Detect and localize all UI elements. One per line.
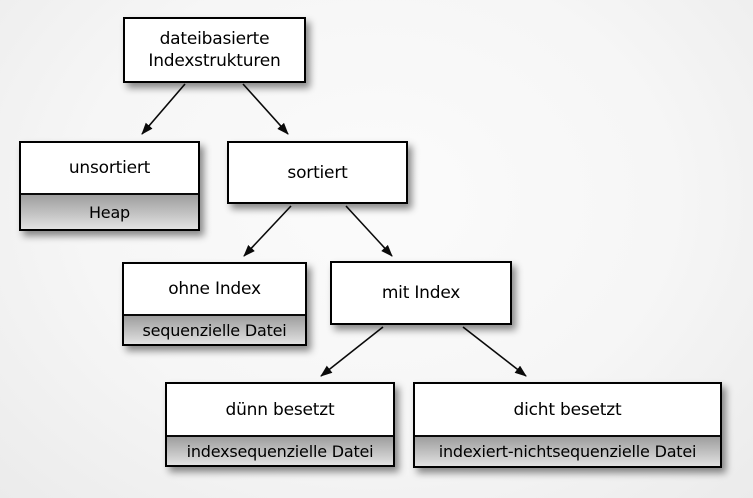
node-no-index-sublabel: sequenzielle Datei bbox=[124, 314, 305, 344]
node-unsorted-label: unsortiert bbox=[68, 158, 151, 178]
node-no-index-label: ohne Index bbox=[168, 279, 261, 299]
node-dense-sublabel: indexiert-nichtsequenzielle Datei bbox=[415, 435, 720, 466]
edge-sorted-withindex bbox=[345, 205, 393, 257]
edge-withindex-dense bbox=[462, 326, 527, 377]
edge-withindex-sparse bbox=[320, 326, 384, 377]
node-sorted: sortiert bbox=[227, 141, 408, 204]
node-root-label: dateibasierte Indexstrukturen bbox=[148, 29, 281, 71]
node-with-index-label: mit Index bbox=[381, 283, 461, 303]
edge-sorted-noindex bbox=[243, 205, 292, 257]
node-unsorted-sublabel: Heap bbox=[21, 193, 198, 229]
node-unsorted: unsortiert Heap bbox=[19, 141, 200, 231]
node-root: dateibasierte Indexstrukturen bbox=[123, 17, 306, 83]
node-sorted-label: sortiert bbox=[287, 162, 348, 183]
node-sparse-label: dünn besetzt bbox=[225, 399, 335, 420]
edge-root-unsorted bbox=[141, 83, 186, 135]
node-sparse: dünn besetzt indexsequenzielle Datei bbox=[165, 382, 395, 467]
node-sparse-sublabel: indexsequenzielle Datei bbox=[167, 435, 393, 465]
node-no-index: ohne Index sequenzielle Datei bbox=[122, 262, 307, 346]
node-with-index: mit Index bbox=[330, 261, 512, 325]
node-dense: dicht besetzt indexiert-nichtsequenziell… bbox=[413, 382, 722, 468]
node-dense-label: dicht besetzt bbox=[513, 399, 622, 420]
edge-root-sorted bbox=[242, 83, 289, 135]
